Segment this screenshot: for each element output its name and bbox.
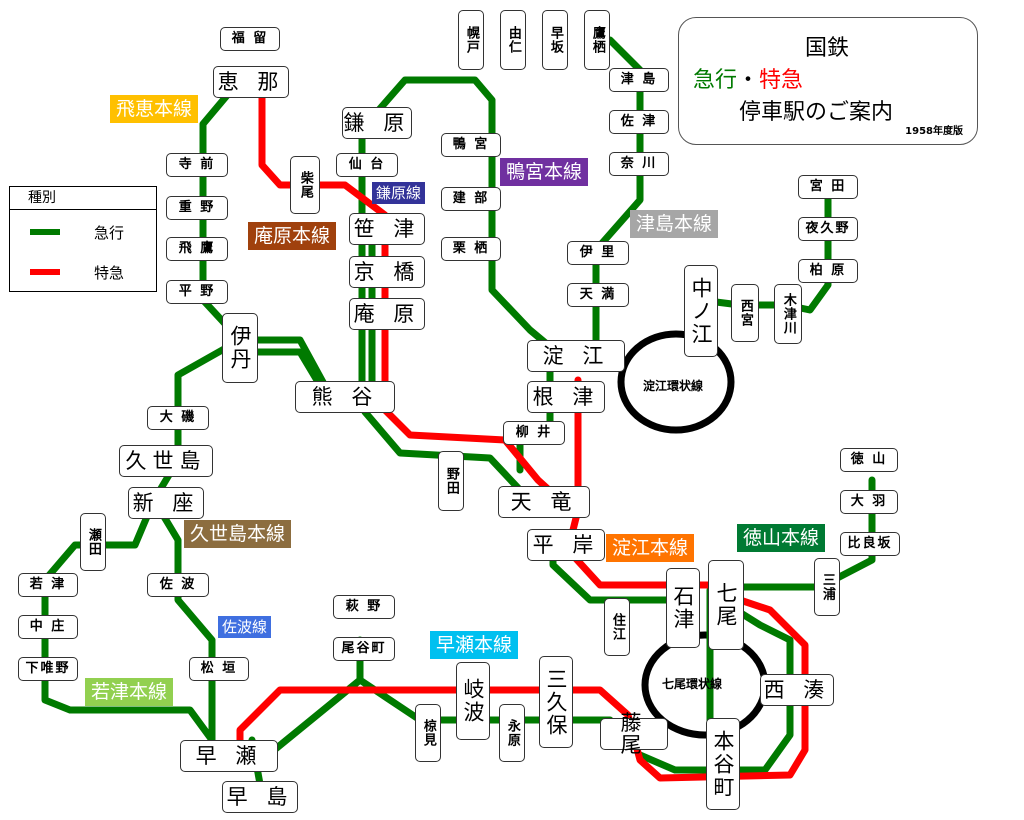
station-kashiwara[interactable]: 柏 原 <box>798 259 858 283</box>
station-tatebe[interactable]: 建 部 <box>441 187 501 211</box>
station-hongo[interactable]: 本谷町 <box>706 718 740 810</box>
station-kamahara[interactable]: 鎌 原 <box>342 107 412 139</box>
station-kurisu[interactable]: 栗 栖 <box>441 237 501 261</box>
station-miyata[interactable]: 宮 田 <box>798 175 858 199</box>
yodoe-loop-line <box>617 330 735 434</box>
line-label-yodoe: 淀江本線 <box>606 534 695 562</box>
title-service-types: 急行・特急 <box>693 62 803 94</box>
station-nagawa[interactable]: 奈 川 <box>609 152 669 176</box>
line-label-kamomiya: 鴨宮本線 <box>500 158 589 186</box>
station-tsushima[interactable]: 津 島 <box>609 68 669 92</box>
station-anbara[interactable]: 庵 原 <box>349 298 425 330</box>
station-oyamachi[interactable]: 尾谷町 <box>333 637 395 661</box>
station-hitaka[interactable]: 飛 鷹 <box>166 237 228 261</box>
loop-label-yodoe: 淀江環状線 <box>643 379 704 393</box>
station-ooba[interactable]: 大 羽 <box>840 490 898 514</box>
station-niiza[interactable]: 新 座 <box>128 487 204 519</box>
legend-swatch-limited <box>30 269 60 275</box>
legend-row-limited: 特急 <box>10 257 156 287</box>
station-shigeno[interactable]: 重 野 <box>166 196 228 220</box>
station-noda[interactable]: 野田 <box>438 451 464 511</box>
legend-label-express: 急行 <box>94 224 125 242</box>
station-saezu[interactable]: 佐 津 <box>609 110 669 134</box>
legend-row-express: 急行 <box>10 217 156 247</box>
station-tenryu[interactable]: 天 竜 <box>498 486 590 518</box>
station-matsugaki[interactable]: 松 垣 <box>189 657 249 681</box>
station-miura[interactable]: 三浦 <box>814 558 840 616</box>
station-fukutome[interactable]: 福 留 <box>220 27 280 51</box>
legend-header: 種別 <box>10 187 156 210</box>
station-hirano[interactable]: 平 野 <box>166 280 228 304</box>
station-shibao[interactable]: 柴尾 <box>290 156 320 214</box>
station-ena[interactable]: 恵 那 <box>213 66 289 98</box>
station-sumie[interactable]: 住江 <box>604 598 630 656</box>
title-limited: 特急 <box>759 68 804 93</box>
line-label-kamahara: 鎌原線 <box>372 182 426 204</box>
station-ogino[interactable]: 萩 野 <box>333 595 395 619</box>
station-wakatsu[interactable]: 若 津 <box>18 573 78 597</box>
station-kyobashi[interactable]: 京 橋 <box>349 256 425 288</box>
station-isato[interactable]: 伊 里 <box>567 241 629 265</box>
title-dot: ・ <box>737 68 760 93</box>
station-hiyoshizaka[interactable]: 比良坂 <box>840 532 900 556</box>
station-tokuyama[interactable]: 徳 山 <box>840 448 898 472</box>
station-kitsugawa[interactable]: 木津川 <box>774 284 802 344</box>
title-railway: 国鉄 <box>805 36 850 61</box>
station-nishiminato[interactable]: 西 湊 <box>760 674 834 706</box>
station-yodoe[interactable]: 淀 江 <box>527 340 625 372</box>
station-itami[interactable]: 伊丹 <box>222 313 258 383</box>
title-stops-guide: 停車駅のご案内 <box>739 100 894 125</box>
station-nanao[interactable]: 七尾 <box>708 560 744 650</box>
line-label-anbara: 庵原本線 <box>248 222 337 250</box>
station-mukumi[interactable]: 椋見 <box>415 704 441 762</box>
station-sendai[interactable]: 仙 台 <box>336 153 398 177</box>
station-hayashima[interactable]: 早 島 <box>222 781 298 813</box>
line-label-wakatsu: 若津本線 <box>85 678 174 706</box>
line-label-tokuyama: 徳山本線 <box>737 524 826 552</box>
station-sasazu[interactable]: 笹 津 <box>349 213 425 245</box>
line-label-tsushima: 津島本線 <box>630 210 719 238</box>
station-horo[interactable]: 幌戸 <box>458 10 484 70</box>
loop-label-nanao: 七尾環状線 <box>662 677 723 691</box>
station-hayasaka[interactable]: 早坂 <box>542 10 568 70</box>
station-nakasho[interactable]: 中 庄 <box>18 615 78 639</box>
station-hiragishi[interactable]: 平 岸 <box>527 529 605 561</box>
title-panel: 国鉄 急行・特急 停車駅のご案内 1958年度版 <box>678 17 978 145</box>
station-kuseshima[interactable]: 久世島 <box>119 445 213 477</box>
title-edition: 1958年度版 <box>905 126 963 137</box>
legend-swatch-express <box>30 229 60 235</box>
station-nishimiya[interactable]: 西宮 <box>731 284 759 342</box>
station-tenma[interactable]: 天 満 <box>567 283 629 307</box>
station-yanagii[interactable]: 柳 井 <box>503 421 565 445</box>
station-mikubo[interactable]: 三久保 <box>539 656 573 748</box>
line-label-kuseshima: 久世島本線 <box>184 520 292 548</box>
station-yokuno[interactable]: 夜久野 <box>798 217 858 241</box>
title-express: 急行 <box>693 68 738 93</box>
station-fujio[interactable]: 藤 尾 <box>600 712 668 756</box>
station-terasaki[interactable]: 寺 前 <box>166 153 228 177</box>
line-label-hie: 飛恵本線 <box>110 95 199 123</box>
station-kamomiya[interactable]: 鴨 宮 <box>441 133 501 157</box>
station-yuni[interactable]: 由仁 <box>500 10 526 70</box>
station-oiso[interactable]: 大 磯 <box>147 406 209 430</box>
station-nezu[interactable]: 根 津 <box>527 381 605 413</box>
legend: 種別 急行 特急 <box>9 186 157 292</box>
station-takanosu[interactable]: 鷹栖 <box>584 10 610 70</box>
station-kinami[interactable]: 岐波 <box>456 662 490 740</box>
legend-label-limited: 特急 <box>94 264 125 282</box>
station-seta[interactable]: 瀬田 <box>80 513 106 571</box>
line-label-hayase: 早瀬本線 <box>430 631 519 659</box>
station-shimohino[interactable]: 下唯野 <box>18 657 78 681</box>
station-nakanoe[interactable]: 中ノ江 <box>684 265 718 357</box>
station-kumagaya[interactable]: 熊 谷 <box>295 381 395 413</box>
station-nagahara[interactable]: 永原 <box>499 704 525 762</box>
station-ishizu[interactable]: 石津 <box>666 568 700 648</box>
line-label-sanami: 佐波線 <box>218 616 272 638</box>
station-sanami[interactable]: 佐 波 <box>147 573 209 597</box>
station-hayase[interactable]: 早 瀬 <box>180 740 278 772</box>
